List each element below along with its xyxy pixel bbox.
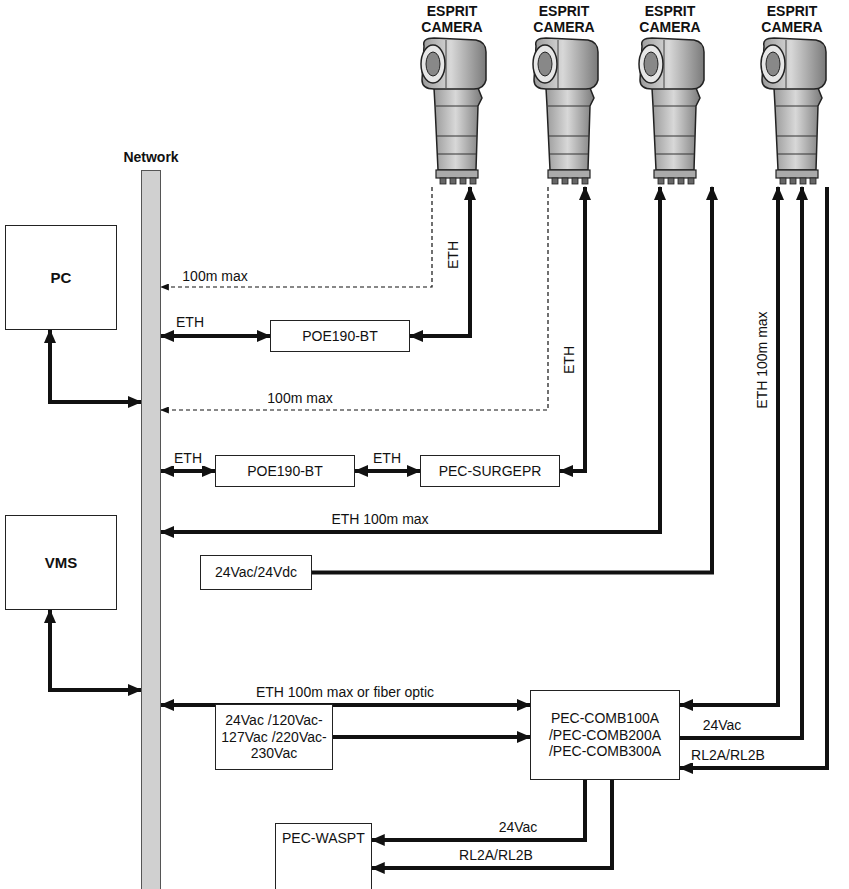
box-label: PEC-WASPT <box>282 830 365 847</box>
cable-label: 100m max <box>265 390 334 406</box>
camera-heading: ESPRIT CAMERA <box>632 3 708 35</box>
cable-connector <box>161 334 270 338</box>
network-bus: Network <box>141 170 161 889</box>
poe-injector-box: POE190-BT <box>215 455 355 487</box>
camera-heading: ESPRIT CAMERA <box>414 3 490 35</box>
cable-connector <box>680 187 827 768</box>
cable-connector <box>560 187 585 471</box>
cable-connector <box>372 780 585 840</box>
cable-connector <box>410 187 470 336</box>
camera-heading: ESPRIT CAMERA <box>526 3 602 35</box>
cable-label: RL2A/RL2B <box>457 847 535 863</box>
power-supply-box: 24Vac /120Vac-127Vac /220Vac-230Vac <box>215 704 333 770</box>
camera: ESPRIT CAMERA <box>402 3 502 187</box>
box-label: POE190-BT <box>247 463 322 480</box>
cable-connector <box>680 187 778 705</box>
washer-box: PEC-WASPT <box>275 823 372 889</box>
poe-injector-box: POE190-BT <box>270 320 410 352</box>
cable-label: 24Vac <box>701 717 744 733</box>
box-label: 24Vac/24Vdc <box>215 564 297 581</box>
cable-label: ETH 100m max <box>329 511 430 527</box>
camera: ESPRIT CAMERA <box>620 3 720 187</box>
cable-label: ETH <box>172 450 204 466</box>
camera-illustration <box>761 38 826 184</box>
cable-connector <box>355 469 420 473</box>
network-heading: Network <box>123 149 178 166</box>
box-label: POE190-BT <box>302 328 377 345</box>
cable-label: RL2A/RL2B <box>689 747 767 763</box>
cable-label: 24Vac <box>497 819 540 835</box>
camera-illustration <box>421 38 486 184</box>
cable-label: ETH 100m max <box>754 309 770 410</box>
cable-label: ETH <box>561 344 577 376</box>
vms-box: VMS <box>5 515 117 610</box>
cable-label: 100m max <box>180 268 249 284</box>
box-label: PEC-COMB100A /PEC-COMB200A /PEC-COMB300A <box>531 710 679 760</box>
camera: ESPRIT CAMERA <box>742 3 842 187</box>
camera-illustration <box>533 38 598 184</box>
cable-limit-line <box>161 187 432 287</box>
surge-protector-box: PEC-SURGEPR <box>420 455 560 487</box>
power-supply-box: 24Vac/24Vdc <box>200 555 312 590</box>
camera-illustration <box>639 38 704 184</box>
cable-connector <box>680 187 802 738</box>
cable-connector <box>312 187 712 573</box>
cable-label: ETH <box>445 239 461 271</box>
cable-limit-line <box>161 187 548 410</box>
cable-connector <box>161 187 660 532</box>
box-label: PC <box>51 269 72 287</box>
cable-label: ETH <box>371 450 403 466</box>
combiner-box: PEC-COMB100A /PEC-COMB200A /PEC-COMB300A <box>530 690 680 780</box>
cable-label: ETH 100m max or fiber optic <box>254 684 436 700</box>
box-label: VMS <box>45 554 78 572</box>
box-label: PEC-SURGEPR <box>439 463 542 480</box>
camera-heading: ESPRIT CAMERA <box>754 3 830 35</box>
cable-connector <box>50 610 141 690</box>
cable-connector <box>50 330 141 402</box>
cable-label: ETH <box>174 314 206 330</box>
cable-connector <box>372 780 612 868</box>
cable-connector <box>161 469 215 473</box>
cable-connector <box>333 735 530 739</box>
camera: ESPRIT CAMERA <box>514 3 614 187</box>
pc-box: PC <box>5 225 117 330</box>
box-label: 24Vac /120Vac-127Vac /220Vac-230Vac <box>216 712 332 762</box>
